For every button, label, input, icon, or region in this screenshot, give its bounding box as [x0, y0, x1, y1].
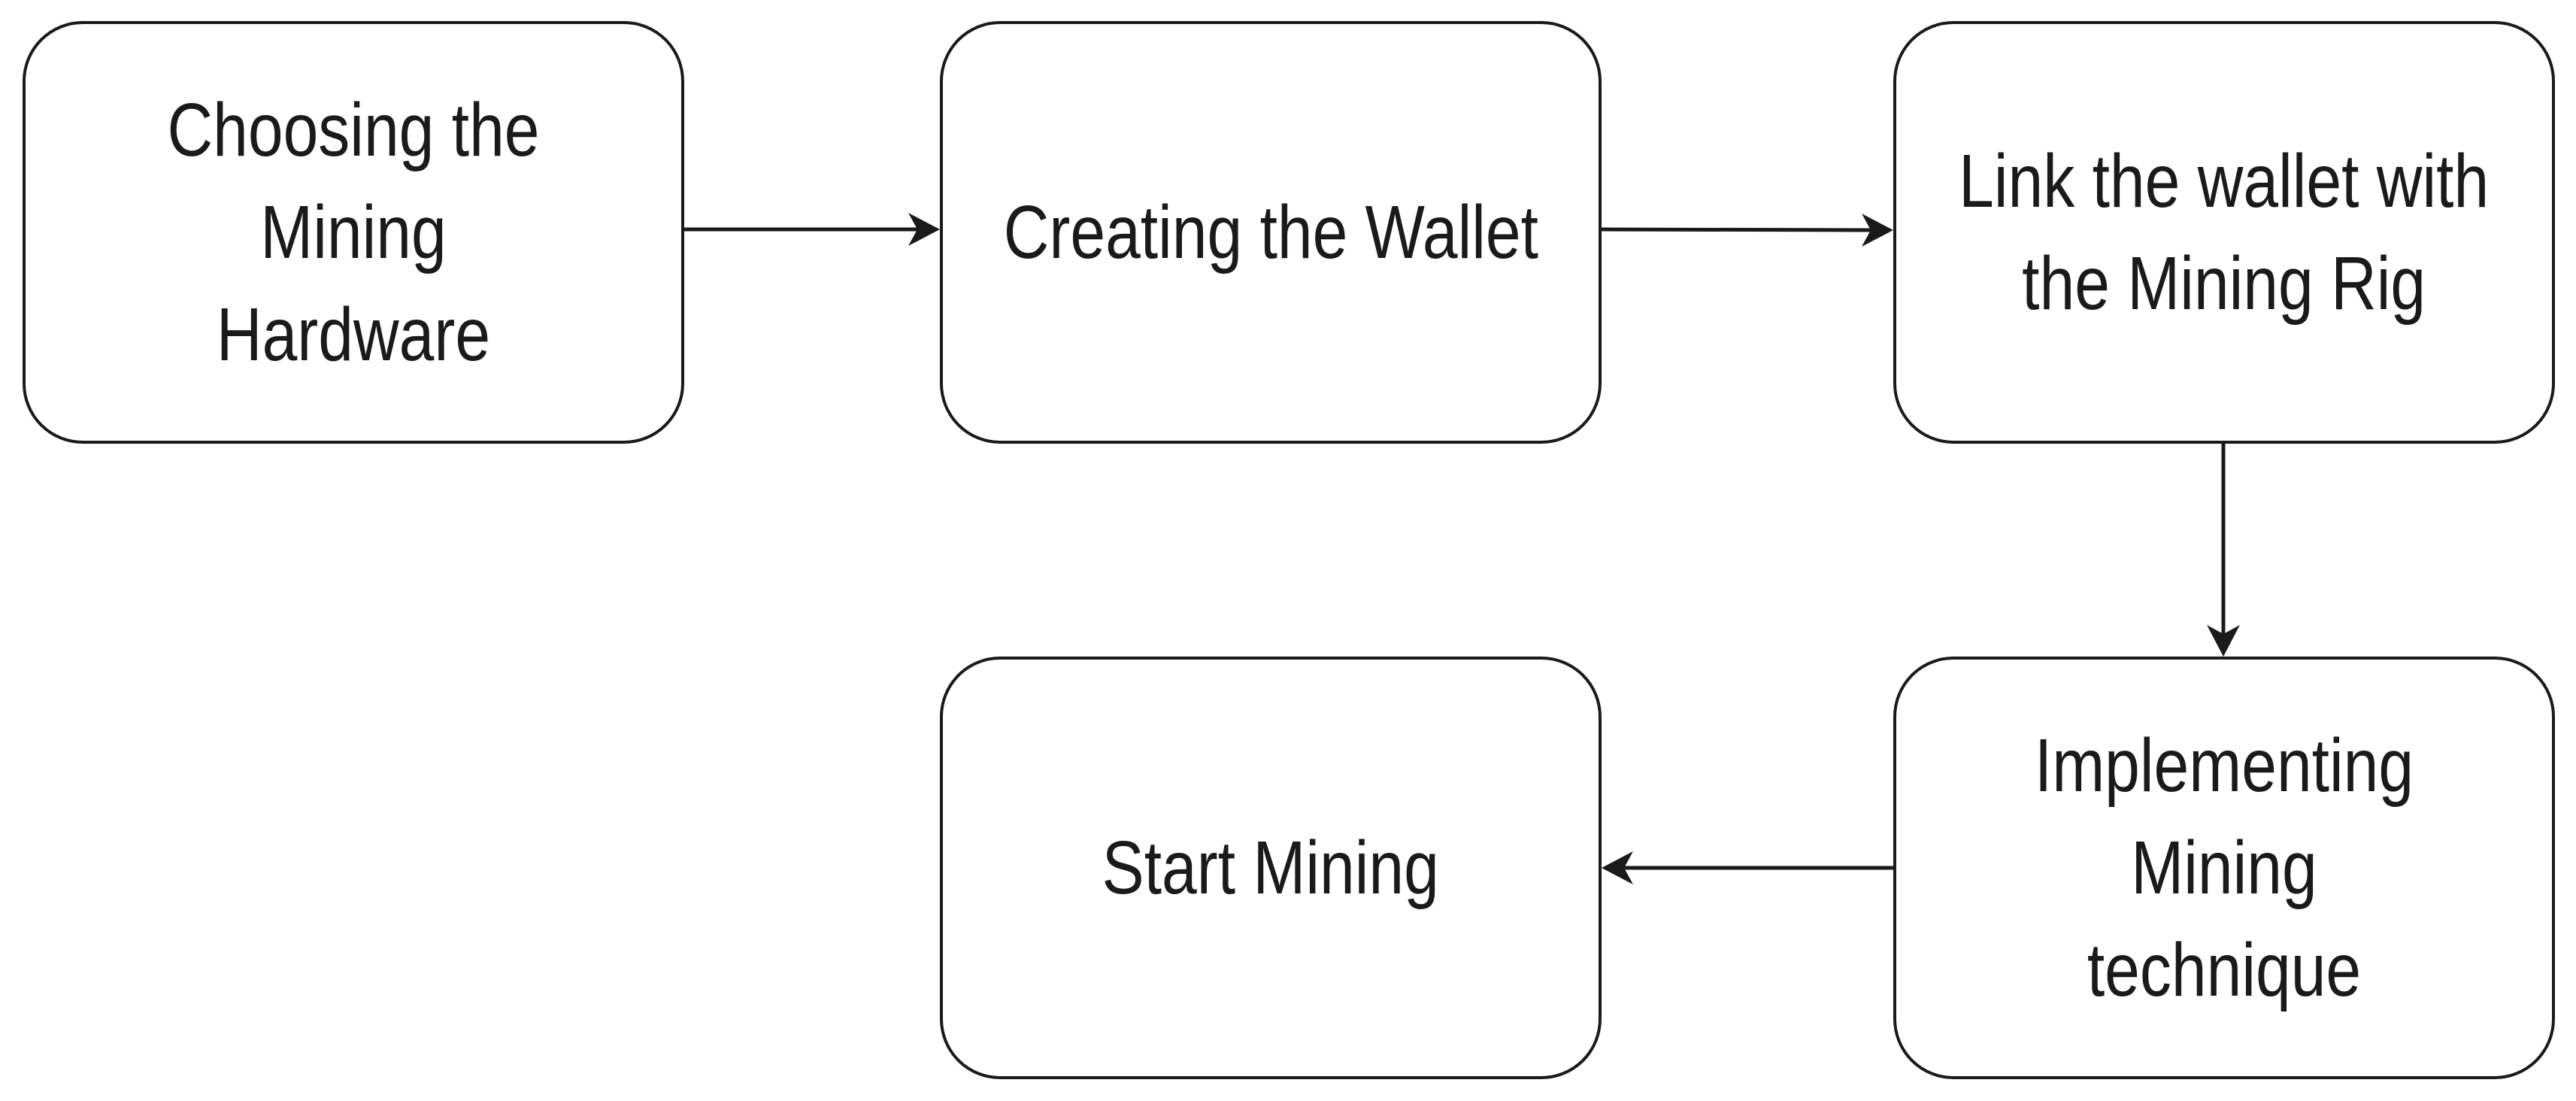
arrowhead-to-wallet: [908, 213, 940, 246]
step-link-wallet-rig-label: Link the wallet with the Mining Rig: [1959, 139, 2490, 326]
arrowhead-to-start: [1602, 851, 1633, 884]
step-creating-wallet-label: Creating the Wallet: [1003, 190, 1538, 274]
step-choosing-hardware-label: Choosing the Mining Hardware: [167, 88, 540, 377]
step-creating-wallet: Creating the Wallet: [940, 21, 1602, 444]
step-link-wallet-rig: Link the wallet with the Mining Rig: [1893, 21, 2555, 444]
edge-wallet-to-link: [1601, 227, 1871, 232]
arrowhead-to-implementing: [2207, 625, 2240, 657]
arrowhead-to-link: [1862, 214, 1893, 247]
step-start-mining: Start Mining: [940, 657, 1602, 1079]
step-choosing-hardware: Choosing the Mining Hardware: [23, 21, 684, 444]
step-implementing-technique: Implementing Mining technique: [1893, 657, 2555, 1079]
step-start-mining-label: Start Mining: [1102, 826, 1440, 910]
step-implementing-technique-label: Implementing Mining technique: [2034, 723, 2414, 1012]
